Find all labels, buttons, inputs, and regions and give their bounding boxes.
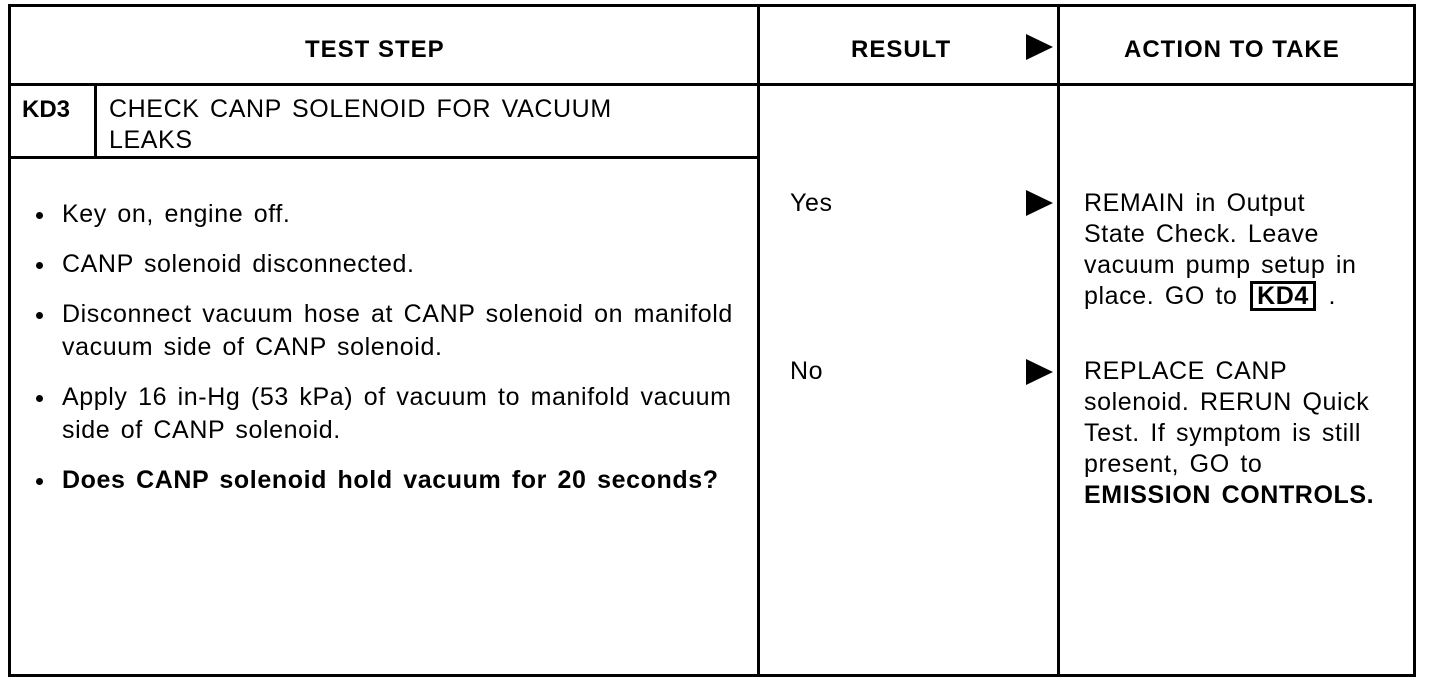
arrow-icon (1026, 190, 1053, 216)
test-step-instructions: Key on, engine off. CANP solenoid discon… (32, 198, 742, 514)
bullet-icon (36, 212, 43, 219)
instruction-text: Does CANP solenoid hold vacuum for 20 se… (62, 466, 719, 494)
action-text: place. GO to (1084, 282, 1238, 310)
column-divider-result (757, 4, 760, 677)
action-no: REPLACE CANP solenoid. RERUN Quick Test.… (1084, 356, 1409, 511)
bullet-icon (36, 478, 43, 485)
arrow-icon (1026, 34, 1053, 60)
instruction-text: Key on, engine off. (62, 200, 291, 228)
step-title-line: LEAKS (109, 126, 193, 154)
instruction-text: Disconnect vacuum hose at CANP solenoid … (62, 300, 733, 361)
diagnostic-table: TEST STEP RESULT ACTION TO TAKE KD3 CHEC… (8, 4, 1416, 677)
action-text: . (1328, 282, 1336, 310)
action-line: present, GO to (1084, 450, 1263, 478)
action-reference-emission-controls[interactable]: EMISSION CONTROLS. (1084, 481, 1375, 509)
step-title-divider (8, 156, 758, 159)
step-reference-kd4[interactable]: KD4 (1250, 281, 1316, 311)
step-id-divider (94, 84, 97, 158)
action-line: vacuum pump setup in (1084, 251, 1357, 279)
action-line: solenoid. RERUN Quick (1084, 388, 1370, 416)
instruction-item: Disconnect vacuum hose at CANP solenoid … (32, 298, 742, 364)
step-title-line: CHECK CANP SOLENOID FOR VACUUM (109, 95, 612, 123)
instruction-text: Apply 16 in-Hg (53 kPa) of vacuum to man… (62, 383, 732, 444)
arrow-icon (1026, 359, 1053, 385)
instruction-item: Key on, engine off. (32, 198, 742, 231)
action-line: Test. If symptom is still (1084, 419, 1362, 447)
step-id: KD3 (22, 96, 71, 123)
result-yes: Yes (790, 189, 833, 217)
header-action-to-take: ACTION TO TAKE (1124, 36, 1340, 63)
column-divider-action (1057, 4, 1060, 677)
instruction-item: Apply 16 in-Hg (53 kPa) of vacuum to man… (32, 381, 742, 447)
action-line: REMAIN in Output (1084, 189, 1306, 217)
instruction-item: CANP solenoid disconnected. (32, 248, 742, 281)
table-border (8, 4, 1416, 677)
action-line: State Check. Leave (1084, 220, 1319, 248)
header-test-step: TEST STEP (305, 36, 445, 63)
bullet-icon (36, 262, 43, 269)
result-no: No (790, 357, 824, 385)
header-divider (8, 83, 1416, 86)
bullet-icon (36, 395, 43, 402)
bullet-icon (36, 312, 43, 319)
instruction-text: CANP solenoid disconnected. (62, 250, 415, 278)
step-title: CHECK CANP SOLENOID FOR VACUUM LEAKS (109, 94, 749, 156)
action-line: place. GO to KD4 . (1084, 281, 1409, 312)
instruction-question: Does CANP solenoid hold vacuum for 20 se… (32, 464, 742, 497)
action-line: REPLACE CANP (1084, 357, 1288, 385)
action-yes: REMAIN in Output State Check. Leave vacu… (1084, 188, 1409, 312)
header-result: RESULT (851, 36, 952, 63)
